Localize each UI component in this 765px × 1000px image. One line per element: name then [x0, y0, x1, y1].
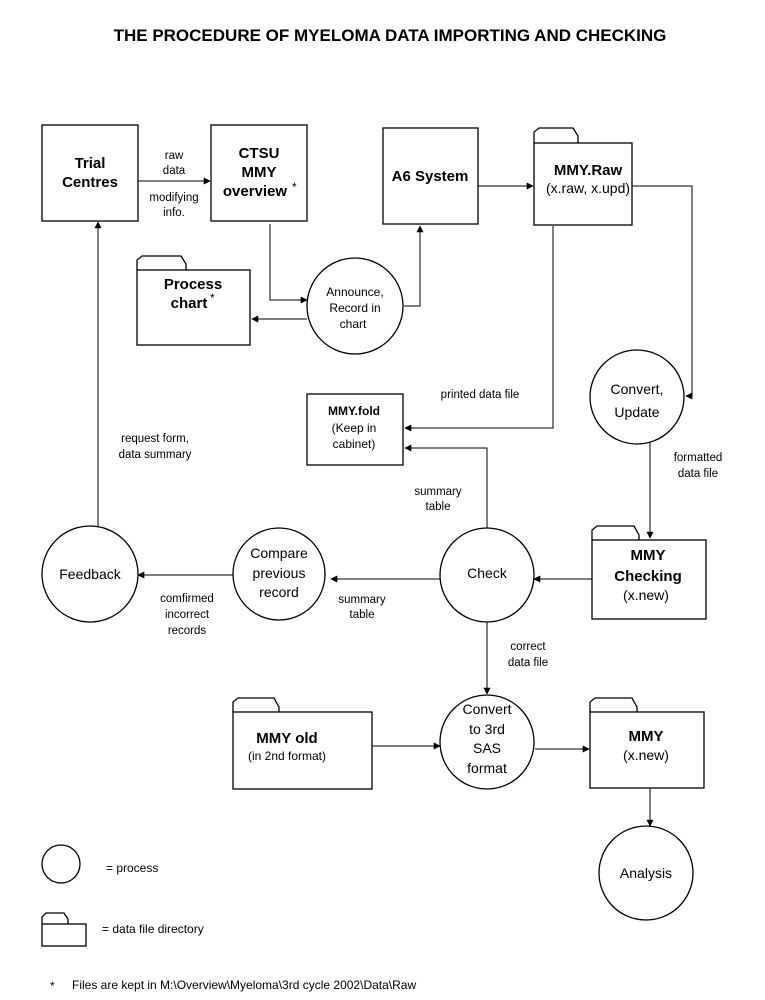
- mmy-checking-label-2: Checking: [614, 568, 682, 585]
- edge-label-table-up: table: [426, 501, 451, 513]
- announce-label-1: Announce,: [326, 285, 383, 299]
- trial-centres-label-1: Trial: [75, 155, 106, 172]
- edge-label-info: info.: [163, 207, 185, 219]
- edge-label-data: data: [163, 165, 186, 177]
- analysis-label: Analysis: [620, 865, 672, 881]
- check-label: Check: [467, 565, 508, 581]
- node-trial-centres: Trial Centres: [41, 124, 139, 222]
- footnote-text: Files are kept in M:\Overview\Myeloma\3r…: [72, 978, 416, 992]
- convert-sas-label-1: Convert: [462, 701, 511, 717]
- node-mmy-checking-folder: MMY Checking (x.new): [591, 525, 707, 620]
- edge-label-table-left: table: [350, 609, 375, 621]
- node-ctsu-overview: CTSU MMY overview *: [210, 124, 308, 222]
- node-a6-system: A6 System: [382, 127, 479, 225]
- mmy-new-label-1: MMY: [629, 728, 664, 745]
- node-mmy-new-folder: MMY (x.new): [589, 697, 705, 789]
- mmy-raw-label-1: MMY.Raw: [554, 162, 623, 179]
- edge-announce-to-a6: [404, 225, 424, 307]
- convert-sas-label-3: SAS: [473, 740, 501, 756]
- convert-update-label-1: Convert,: [611, 381, 664, 397]
- mmy-old-label-2: (in 2nd format): [248, 749, 326, 763]
- node-check-process: Check: [439, 527, 535, 623]
- a6-system-label: A6 System: [392, 168, 469, 185]
- node-mmy-fold: MMY.fold (Keep in cabinet): [306, 393, 404, 466]
- node-convert-sas-process: Convert to 3rd SAS format: [439, 694, 535, 790]
- mmy-new-label-2: (x.new): [623, 747, 669, 763]
- mmy-checking-label-1: MMY: [631, 547, 666, 564]
- edge-label-request-form: request form,: [121, 433, 189, 445]
- node-analysis-process: Analysis: [598, 825, 694, 921]
- process-chart-label-1: Process: [164, 276, 222, 293]
- edge-label-correct: correct: [510, 641, 546, 653]
- edge-label-printed-data-file: printed data file: [441, 389, 520, 401]
- edge-label-data-summary: data summary: [119, 449, 192, 461]
- mmy-fold-label-2: (Keep in: [332, 421, 377, 435]
- connectors: [94, 177, 693, 827]
- announce-label-3: chart: [340, 317, 367, 331]
- edge-label-modifying: modifying: [149, 192, 198, 204]
- ctsu-label-1: CTSU: [239, 145, 280, 162]
- trial-centres-label-2: Centres: [62, 174, 118, 191]
- edge-ctsu-to-announce: [269, 224, 308, 304]
- edge-mmyraw-to-mmyfold: [404, 226, 554, 432]
- compare-label-3: record: [259, 584, 299, 600]
- edge-mmyraw-to-convert: [632, 185, 693, 400]
- mmy-raw-label-2: (x.raw, x.upd): [546, 180, 630, 196]
- edge-label-incorrect: incorrect: [165, 609, 210, 621]
- edge-label-formatted: formatted: [674, 452, 723, 464]
- mmy-fold-label-3: cabinet): [333, 437, 376, 451]
- node-compare-process: Compare previous record: [232, 527, 326, 621]
- legend-process-label: = process: [106, 861, 158, 875]
- footnote-mark: *: [50, 979, 55, 993]
- mmy-fold-label-1: MMY.fold: [328, 404, 380, 418]
- edge-label-correct-data-file: data file: [508, 657, 548, 669]
- legend: = process = data file directory: [41, 844, 204, 947]
- edge-label-summary-up: summary: [414, 486, 462, 498]
- convert-sas-label-2: to 3rd: [469, 721, 505, 737]
- convert-update-label-2: Update: [614, 404, 659, 420]
- node-mmy-raw-folder: MMY.Raw (x.raw, x.upd): [533, 127, 633, 226]
- legend-directory-label: = data file directory: [102, 922, 204, 936]
- process-chart-footnote-mark: *: [210, 291, 215, 305]
- ctsu-label-2: MMY: [242, 164, 277, 181]
- edge-label-raw: raw: [165, 150, 184, 162]
- convert-sas-label-4: format: [467, 760, 507, 776]
- process-chart-label-2: chart: [171, 295, 208, 312]
- ctsu-footnote-mark: *: [292, 180, 297, 194]
- mmy-checking-label-3: (x.new): [623, 587, 669, 603]
- edge-check-to-mmyfold: [404, 444, 488, 528]
- announce-label-2: Record in: [329, 301, 380, 315]
- edge-label-summary-left: summary: [338, 594, 386, 606]
- node-convert-update-process: Convert, Update: [589, 349, 685, 445]
- diagram-title: THE PROCEDURE OF MYELOMA DATA IMPORTING …: [114, 26, 667, 45]
- node-process-chart-folder: Process chart *: [136, 255, 251, 346]
- compare-label-2: previous: [253, 565, 306, 581]
- feedback-label: Feedback: [59, 566, 121, 582]
- compare-label-1: Compare: [250, 545, 308, 561]
- ctsu-label-3: overview: [223, 183, 288, 200]
- legend-folder-icon: [41, 912, 87, 947]
- mmy-old-label-1: MMY old: [256, 730, 317, 747]
- node-feedback-process: Feedback: [41, 525, 139, 623]
- edge-label-formatted-data-file: data file: [678, 468, 718, 480]
- edge-label-records: records: [168, 625, 207, 637]
- legend-process-circle: [41, 844, 81, 884]
- edge-label-comfirmed: comfirmed: [160, 593, 214, 605]
- footnote: * Files are kept in M:\Overview\Myeloma\…: [50, 978, 416, 993]
- edge-labels: raw data modifying info. printed data fi…: [119, 150, 723, 669]
- node-mmy-old-folder: MMY old (in 2nd format): [232, 697, 373, 790]
- node-announce-process: Announce, Record in chart: [306, 257, 404, 355]
